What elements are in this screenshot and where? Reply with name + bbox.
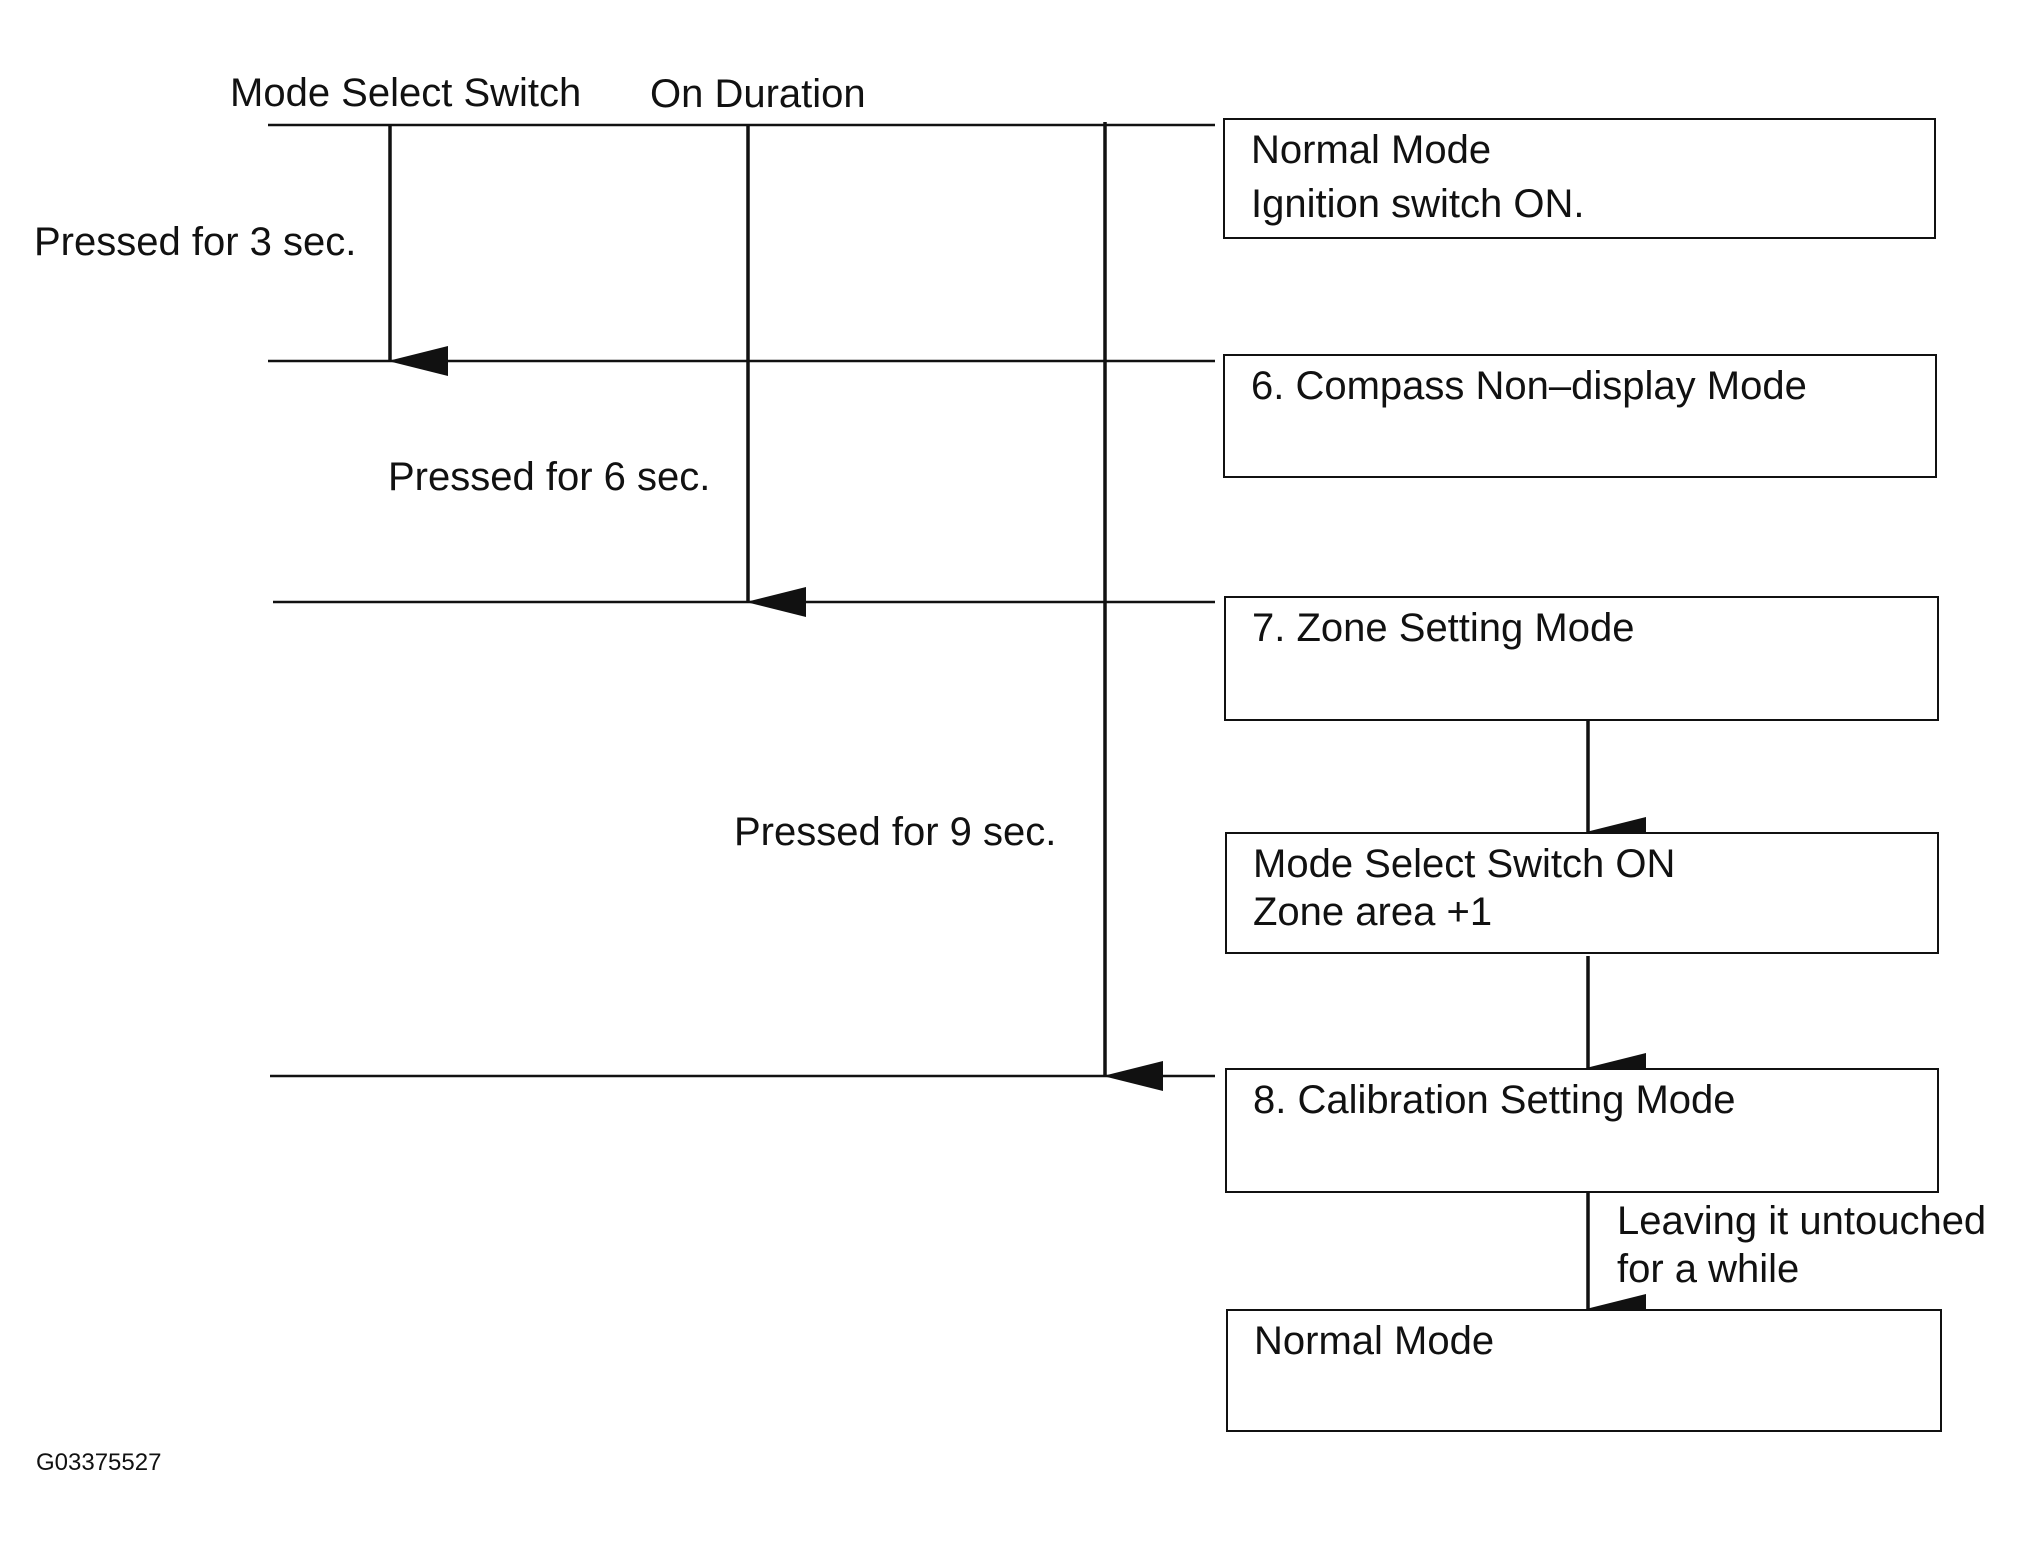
zone-setting-mode-box: 7. Zone Setting Mode: [1224, 596, 1939, 721]
mode-select-switch-header: Mode Select Switch: [230, 71, 582, 115]
pressed-9sec-label: Pressed for 9 sec.: [734, 810, 1057, 854]
normal-mode-title: Normal Mode: [1251, 128, 1492, 172]
normal-mode-end-title: Normal Mode: [1254, 1319, 1495, 1363]
normal-mode-box: Normal Mode Ignition switch ON.: [1223, 118, 1936, 239]
zone-area-plus-one-text: Zone area +1: [1253, 890, 1493, 934]
normal-mode-end-box: Normal Mode: [1226, 1309, 1942, 1432]
calibration-setting-mode-title: 8. Calibration Setting Mode: [1253, 1078, 1736, 1122]
compass-non-display-mode-box: 6. Compass Non–display Mode: [1223, 354, 1937, 478]
ignition-switch-note: Ignition switch ON.: [1251, 182, 1585, 226]
compass-non-display-mode-title: 6. Compass Non–display Mode: [1251, 364, 1807, 408]
figure-id: G03375527: [36, 1449, 162, 1476]
leaving-untouched-label: Leaving it untouched: [1617, 1199, 1987, 1243]
on-duration-header: On Duration: [650, 72, 866, 116]
zone-setting-mode-title: 7. Zone Setting Mode: [1252, 606, 1635, 650]
mode-select-switch-on-box: Mode Select Switch ON Zone area +1: [1225, 832, 1939, 954]
calibration-setting-mode-box: 8. Calibration Setting Mode: [1225, 1068, 1939, 1193]
pressed-6sec-label: Pressed for 6 sec.: [388, 455, 711, 499]
mode-select-switch-on-text: Mode Select Switch ON: [1253, 842, 1676, 886]
pressed-3sec-label: Pressed for 3 sec.: [34, 220, 357, 264]
for-a-while-label: for a while: [1617, 1247, 1800, 1291]
